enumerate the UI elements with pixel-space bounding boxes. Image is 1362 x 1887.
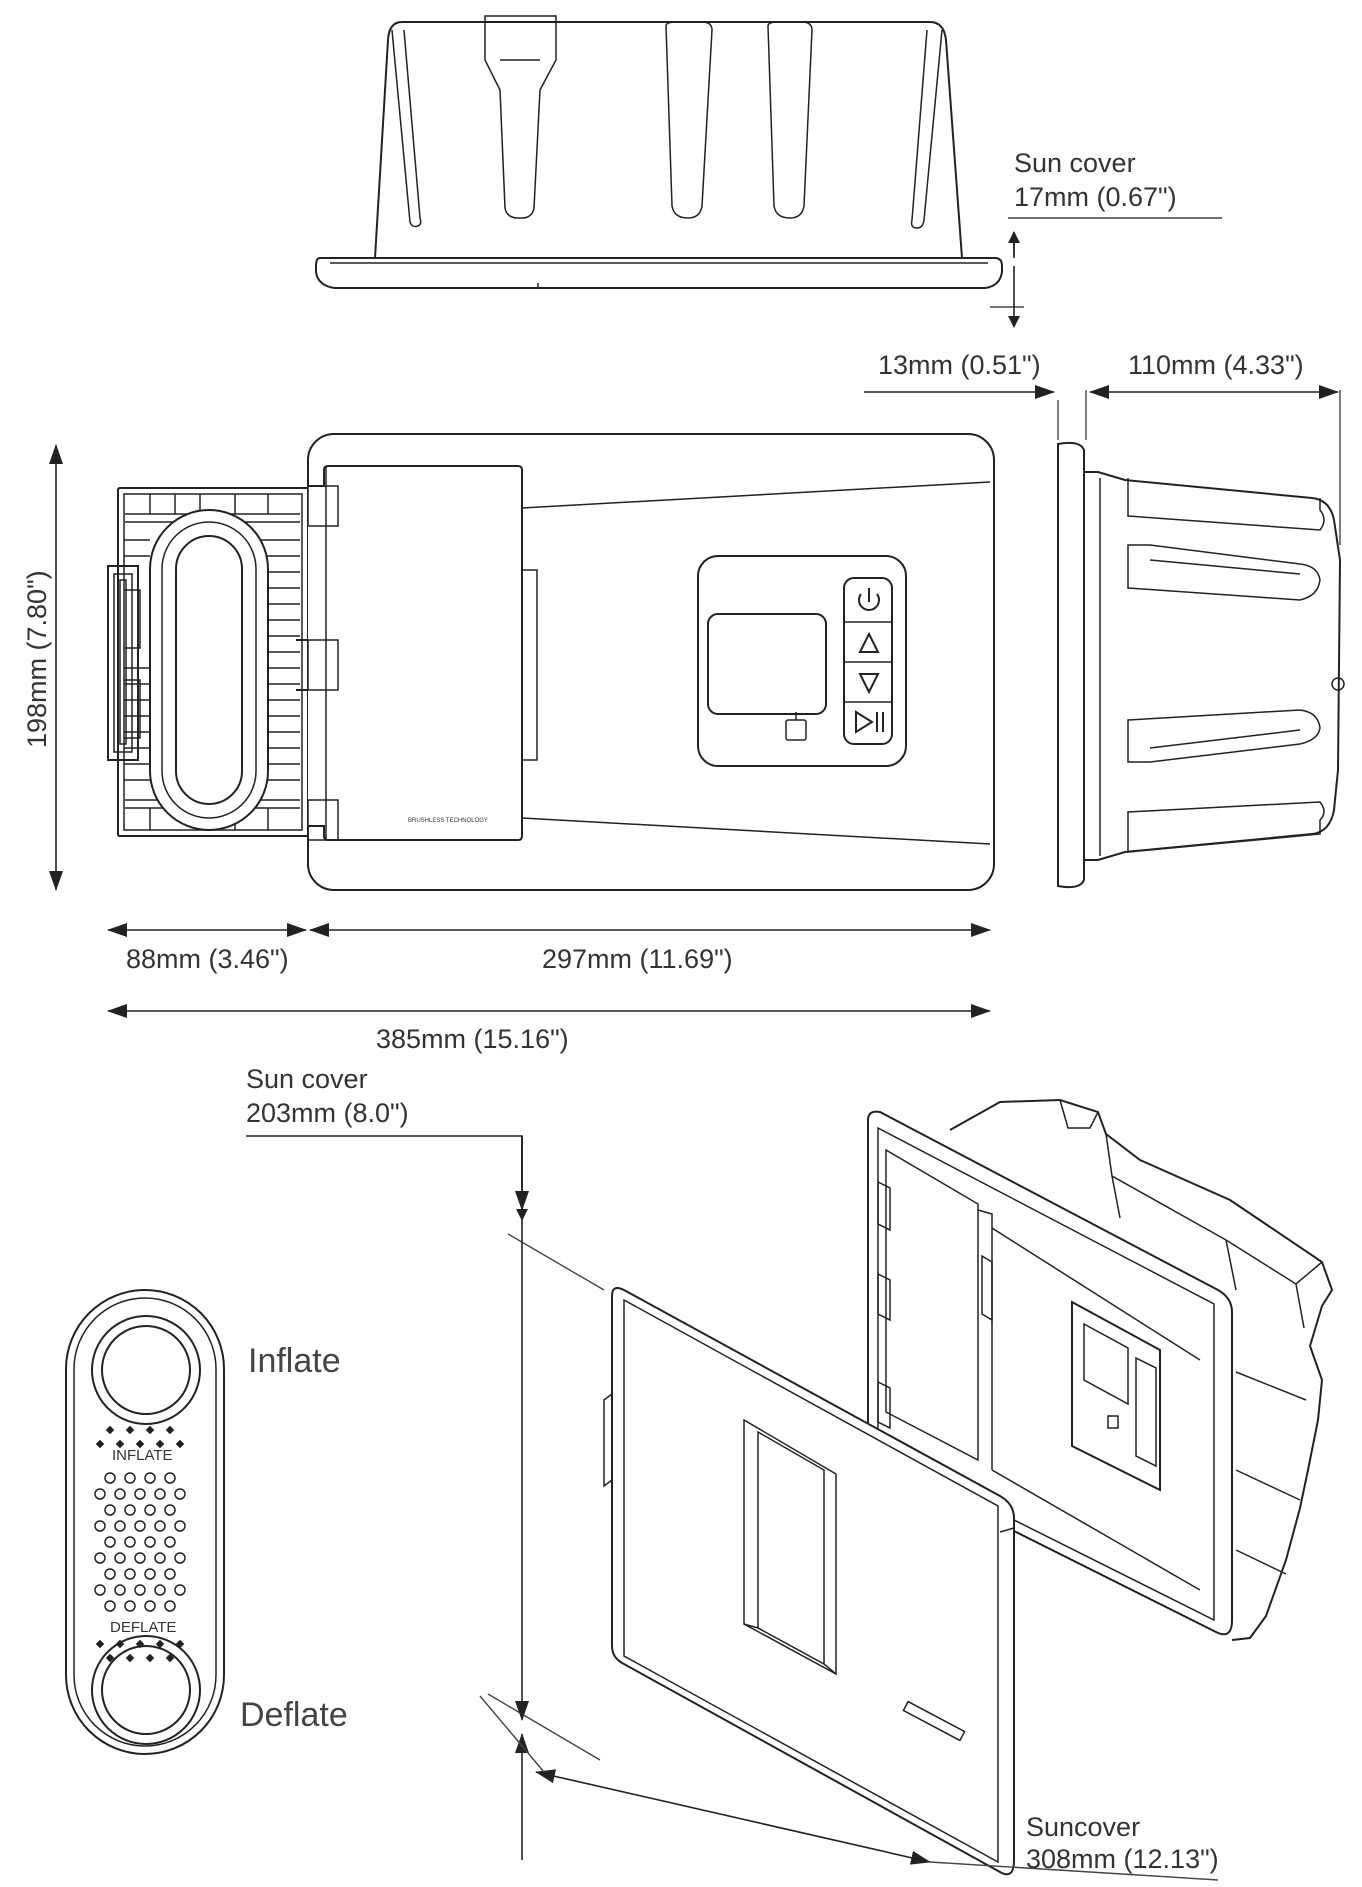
panel-width-dimension: 297mm (11.69") [542,944,733,974]
overall-width-dimension: 385mm (15.16") [376,1024,569,1054]
grille-dot [104,1472,116,1484]
sun-cover-depth-value: 17mm (0.67") [1014,182,1177,212]
extension-grille [107,487,317,837]
grille-dot [114,1488,126,1500]
grille-dot [174,1488,186,1500]
grille-dot [144,1568,156,1580]
grille-dot [134,1520,146,1532]
up-arrow-icon[interactable] [858,631,880,653]
grille-dot [145,1425,155,1435]
play-pause-icon[interactable] [855,710,884,734]
dimension-line [535,1769,931,1865]
sun-cover-height-title: Sun cover [246,1064,368,1094]
grille-dot [94,1584,106,1596]
grille-dot [114,1584,126,1596]
grille-dot [144,1536,156,1548]
grille-dot [94,1552,106,1564]
grille-dot [165,1425,175,1435]
sun-cover-depth-title: Sun cover [1014,148,1136,178]
down-arrow-icon[interactable] [858,673,880,695]
grille-dot [174,1552,186,1564]
remote-deflate-text: DEFLATE [110,1619,176,1636]
brand-text: BRUSHLESS TECHNOLOGY [408,818,488,824]
remote-inflate-text: INFLATE [112,1447,173,1464]
grille-dot [164,1504,176,1516]
deflate-label: Deflate [240,1696,348,1734]
grille-dot [125,1425,135,1435]
grille-dot [144,1600,156,1612]
grille-dot [175,1439,185,1449]
inflate-button[interactable] [91,1315,201,1425]
side-thickness-dimension: 13mm (0.51") [878,350,1041,380]
grille-dot [94,1488,106,1500]
grille-dot [104,1504,116,1516]
grille-dot [125,1653,135,1663]
side-depth-dimension: 110mm (4.33") [1128,350,1304,380]
oval-valve-outer [149,509,269,831]
iso-sun-cover [603,1287,1015,1876]
sun-cover-width-value: 308mm (12.13") [1026,1844,1219,1874]
grille-dot [114,1552,126,1564]
power-icon[interactable] [858,588,880,611]
display-screen [707,613,827,715]
grille-dot [164,1472,176,1484]
grille-dot [104,1600,116,1612]
grille-dot [124,1568,136,1580]
grille-dot [144,1472,156,1484]
grille-dot [105,1425,115,1435]
grille-dot [134,1552,146,1564]
iso-dimensions: Sun cover 203mm (8.0") Suncover 308mm (1… [246,1064,1219,1881]
grille-dot [124,1472,136,1484]
iso-unit [867,1098,1334,1641]
front-view: BRUSHLESS TECHNOLOGY [22,433,995,1054]
grille-dot [144,1504,156,1516]
grille-dot [154,1584,166,1596]
control-module [697,555,907,767]
height-dimension: 198mm (7.80") [22,570,52,748]
grille-dot [154,1520,166,1532]
grille-dot [95,1639,105,1649]
grille-dot [134,1488,146,1500]
grille-dot [95,1439,105,1449]
grille-dot [154,1488,166,1500]
top-view: Sun cover 17mm (0.67") [315,15,1222,328]
remote-control: INFLATE DEFLATE Inflate Deflate [65,1289,348,1755]
side-view: 13mm (0.51") 110mm (4.33") [864,350,1345,889]
sun-cover-height-value: 203mm (8.0") [246,1098,409,1128]
grille-dot [104,1536,116,1548]
inflate-label: Inflate [248,1342,341,1380]
grille-dot [104,1568,116,1580]
grille-dot [124,1504,136,1516]
grille-dot [124,1536,136,1548]
grille-dot [164,1600,176,1612]
grille-dot [164,1568,176,1580]
grille-dot [164,1536,176,1548]
deflate-button[interactable] [91,1635,201,1745]
dimension-line [479,1695,545,1773]
dimension-line [929,1861,1219,1881]
grille-dot [174,1584,186,1596]
grille-dot [134,1584,146,1596]
extension-width-dimension: 88mm (3.46") [126,944,289,974]
grille-dot [154,1552,166,1564]
sun-cover-width-title: Suncover [1026,1812,1140,1842]
grille-dot [94,1520,106,1532]
button-strip [843,577,893,745]
grille-dot [145,1653,155,1663]
grille-dot [174,1520,186,1532]
grille-dot [124,1600,136,1612]
main-panel: BRUSHLESS TECHNOLOGY [307,433,995,891]
grille-dot [114,1520,126,1532]
